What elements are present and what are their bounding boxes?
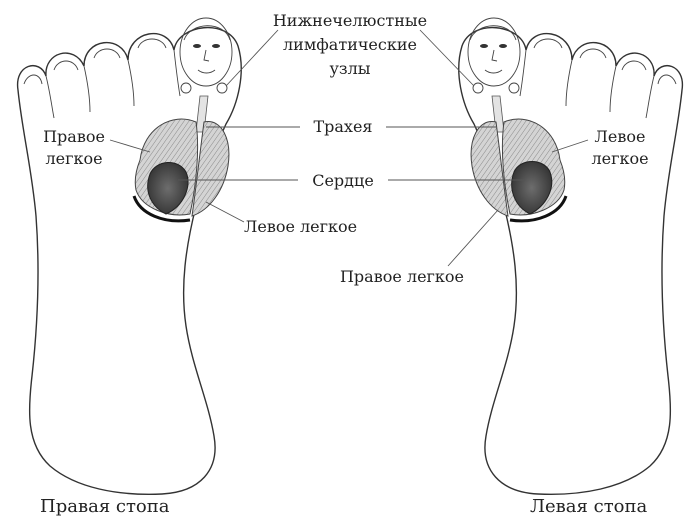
right-lung-label-line-2: легкое (45, 149, 102, 168)
trachea-label: Трахея (313, 117, 372, 136)
right-toenail (93, 48, 121, 59)
right-face-icon (179, 17, 233, 87)
right-toenail (53, 60, 79, 71)
heart-label: Сердце (312, 171, 374, 190)
left-toe-line (565, 59, 573, 107)
left-face-icon (467, 17, 521, 87)
leader-lines (109, 29, 589, 267)
right-foot-caption: Правая стопа (40, 496, 170, 517)
right-toenail (137, 38, 167, 49)
lymph-label-line-2: лимфатические (283, 35, 417, 54)
left-lung-right-icon (470, 121, 509, 217)
lymph-label-line-1: Нижнечелюстные (273, 11, 427, 30)
right-toenail (23, 74, 43, 85)
left-lymph-node-icon (472, 82, 484, 94)
left-toe-line (519, 49, 527, 97)
right-toe-line (83, 65, 91, 113)
right-toe-line (45, 75, 55, 119)
lymph-label-line-3: узлы (329, 59, 370, 78)
left-toenail (533, 38, 563, 49)
left-lung-label-right-foot: Левое легкое (244, 217, 357, 236)
left-heart-icon (511, 161, 553, 215)
leader-line (419, 29, 475, 87)
left-foot-outline (458, 26, 683, 495)
left-toenail (621, 60, 647, 71)
left-lung-label-line-2: легкое (591, 149, 648, 168)
right-diaphragm-arc (132, 195, 191, 223)
leader-line (225, 29, 279, 87)
left-foot-caption: Левая стопа (530, 496, 647, 517)
left-toenail (657, 74, 677, 85)
right-heart-icon (147, 162, 189, 215)
left-foot (458, 17, 683, 495)
leader-line (447, 209, 499, 267)
leader-line (205, 201, 245, 223)
right-foot-outline (17, 26, 242, 495)
left-toenail (579, 48, 607, 59)
right-lymph-node-icon (180, 82, 192, 94)
left-toe-line (609, 65, 617, 113)
right-toe-line (173, 49, 181, 97)
left-toe-line (645, 75, 655, 119)
leader-line (551, 139, 589, 153)
right-lung-label-left-foot: Правое легкое (340, 267, 464, 286)
right-lymph-node-icon (216, 82, 228, 94)
right-foot (17, 17, 242, 495)
left-diaphragm-arc (509, 195, 568, 223)
right-lung-label-line-1: Правое (43, 127, 105, 146)
leader-line (109, 139, 151, 153)
right-lung-left-icon (191, 121, 230, 217)
left-lung-label-line-1: Левое (595, 127, 646, 146)
right-toe-line (127, 59, 135, 107)
left-lymph-node-icon (508, 82, 520, 94)
